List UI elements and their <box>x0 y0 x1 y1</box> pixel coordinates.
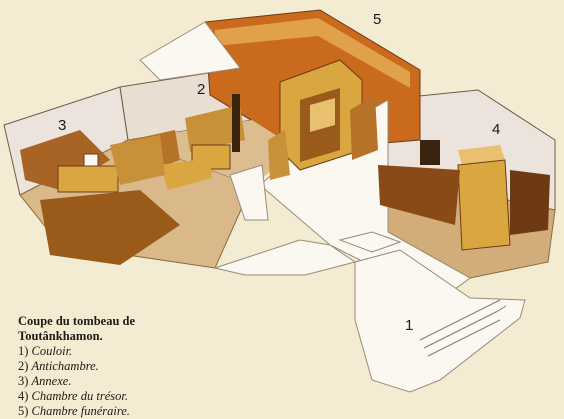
label-treasury: 4 <box>492 121 501 138</box>
legend-item-name: Chambre du trésor. <box>31 389 128 403</box>
legend-item-2: 2) Antichambre. <box>18 359 208 374</box>
legend-item-number: 3) <box>18 374 29 388</box>
legend-item-name: Annexe. <box>31 374 72 388</box>
legend-item-name: Couloir. <box>31 344 73 358</box>
legend-item-name: Antichambre. <box>31 359 99 373</box>
legend-item-number: 1) <box>18 344 29 358</box>
burial-shrine <box>279 59 363 171</box>
annex-items <box>20 130 180 265</box>
legend-item-3: 3) Annexe. <box>18 374 208 389</box>
corridor-steps <box>419 299 507 357</box>
corridor <box>338 231 526 393</box>
tomb-cross-section-illustration <box>3 9 556 393</box>
legend-item-5: 5) Chambre funéraire. <box>18 404 208 419</box>
label-antechamber: 2 <box>197 81 206 98</box>
legend-item-name: Chambre funéraire. <box>31 404 130 418</box>
treasury-items <box>378 140 550 251</box>
label-corridor: 1 <box>405 317 414 334</box>
legend-item-number: 5) <box>18 404 29 418</box>
legend-item-1: 1) Couloir. <box>18 344 208 359</box>
legend-item-4: 4) Chambre du trésor. <box>18 389 208 404</box>
legend: Coupe du tombeau de Toutânkhamon. 1) Cou… <box>18 314 208 419</box>
label-burial-chamber: 5 <box>373 11 382 28</box>
legend-title: Coupe du tombeau de Toutânkhamon. <box>18 314 136 343</box>
legend-item-number: 2) <box>18 359 29 373</box>
legend-item-number: 4) <box>18 389 29 403</box>
label-annex: 3 <box>58 117 67 134</box>
burial-chamber-items <box>268 95 378 180</box>
